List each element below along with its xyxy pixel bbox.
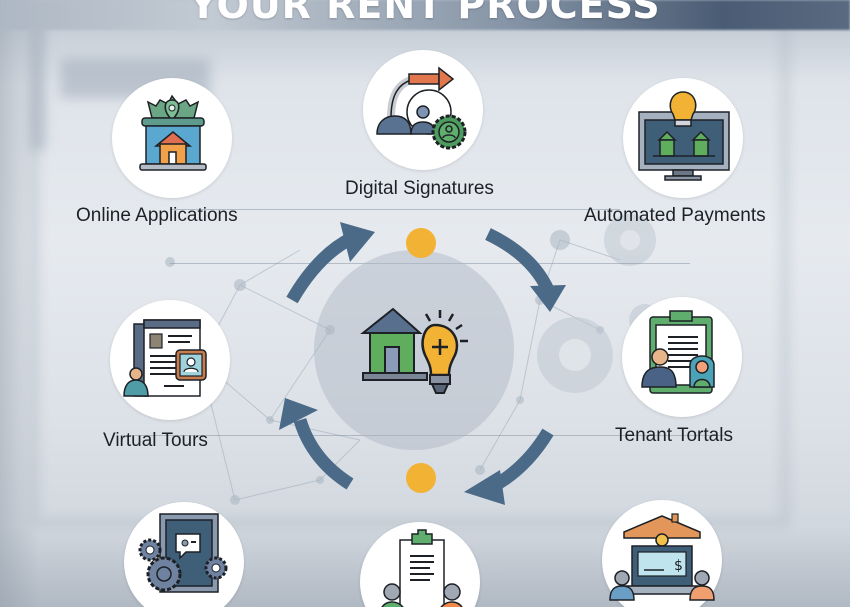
page-title: YOUR RENT PROCESS: [189, 0, 661, 27]
feature-icon-circle: [360, 522, 480, 607]
feature-icon-circle: $: [602, 500, 722, 607]
laptop-payment-users-icon: $: [609, 513, 715, 601]
users-cycle-gear-icon: [376, 66, 467, 150]
feature-icon-circle: [112, 78, 232, 198]
feature-icon-circle: [363, 50, 483, 170]
arrow-top-right: [485, 228, 554, 293]
feature-icon-circle: [124, 502, 244, 607]
feature-label: Online Applications: [76, 205, 238, 226]
feature-label: Tenant Tortals: [615, 425, 733, 446]
title-banner: [0, 0, 850, 30]
cycle-dot-bottom: [406, 463, 436, 493]
feature-label: Automated Payments: [584, 205, 766, 226]
feature-label: Digital Signatures: [345, 178, 494, 199]
tablet-gears-chat-icon: [138, 513, 228, 593]
arrow-top-left: [286, 232, 356, 304]
arrow-bottom-left: [293, 417, 354, 490]
cycle-dot-top: [406, 228, 436, 258]
monitor-lightbulb-houses-icon: [638, 91, 730, 181]
house-money-application-icon: [139, 94, 207, 171]
house-lightbulb-icon: [360, 307, 468, 394]
feature-icon-circle: [622, 297, 742, 417]
divider-line: [170, 209, 620, 210]
feature-label: Virtual Tours: [103, 430, 208, 451]
svg-text:$: $: [674, 558, 683, 574]
clipboard-tenants-icon: [641, 310, 715, 394]
clipboard-agreement-icon: [381, 529, 463, 607]
background-panel: [30, 10, 45, 150]
divider-line: [170, 263, 690, 264]
feature-icon-circle: [110, 300, 230, 420]
profile-document-icon: [123, 319, 207, 397]
divider-line: [130, 435, 730, 436]
feature-icon-circle: [623, 78, 743, 198]
